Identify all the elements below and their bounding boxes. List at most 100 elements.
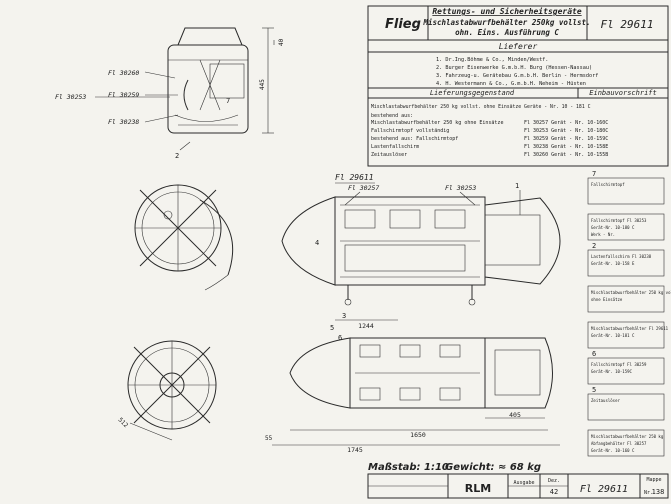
plate-number: 5 (592, 386, 596, 394)
title-line-2: Mischlastabwurfbehälter 250kg vollst. (422, 18, 590, 27)
supplier-3: 3. Fahrzeug-u. Gerätebau G.m.b.H. Berlin… (436, 73, 598, 79)
label-7: 7 (226, 97, 230, 105)
mappe-number: 138 (652, 488, 665, 496)
rear-view: 512 (117, 340, 217, 441)
plate-frame (587, 213, 665, 241)
rlm-label: RLM (465, 482, 491, 495)
ref-fl-30259: Fl 30259 (108, 91, 139, 99)
plate-line: Fallschirmtopf Fl 30253 (591, 218, 647, 223)
parachute-pot-view: 40 445 Fl 30260 Fl 30259 Fl 30238 Fl 302… (55, 27, 285, 160)
ref-fl-30257: Fl 30257 (348, 184, 379, 192)
plate-line: Gerät-Nr. 10-160 C (591, 448, 635, 453)
dim-512: 512 (117, 416, 130, 429)
plate-line: Lastenfallschirm Fl 30238 (591, 254, 652, 259)
view-ref-fl-29611: Fl 29611 (335, 173, 374, 182)
plate-line: ohne Einsätze (591, 297, 623, 302)
part-ref: Fl 30259 Gerät - Nr. 10-159C (524, 136, 608, 142)
dim-1650: 1650 (410, 431, 426, 439)
plate-frame (587, 321, 665, 349)
ausgabe-label: Ausgabe (513, 480, 534, 486)
footer-drawing-number: Fl 29611 (580, 484, 628, 495)
plate-line: Mischlastabwurfbehälter Fl 29611 (591, 326, 669, 331)
plate-line: Gerät-Nr. 10-159C (591, 369, 633, 374)
plate-number: 2 (592, 242, 596, 250)
supplier-2: 2. Burger Eisenwerke G.m.b.H. Burg (Hess… (436, 65, 592, 71)
plate-line: Abfangbehälter Fl 30257 (591, 441, 647, 446)
ref-fl-30253-body: Fl 30253 (445, 184, 476, 192)
plate-frame (587, 429, 665, 457)
label-5: 5 (330, 324, 334, 332)
supplier-4: 4. H. Westermann & Co., G.m.b.H. Neheim … (436, 81, 586, 87)
dim-1244: 1244 (358, 322, 374, 330)
part-ref: Fl 30253 Gerät - Nr. 10-180C (524, 128, 608, 134)
plate-line: Gerät-Nr. 10-181 C (591, 333, 635, 338)
part-name: Lastenfallschirm (371, 144, 419, 150)
lieferungsgegenstand-heading: Lieferungsgegenstand (430, 89, 515, 97)
weight-label: Gewicht: ≈ 68 kg (445, 462, 541, 473)
title-drawing-number: Fl 29611 (601, 18, 654, 31)
name-plate: Mischlastabwurfbehälter 250 kg Abfangbehä… (587, 429, 665, 457)
plate-line: Zeitauslöser (591, 398, 620, 403)
part-name: Fallschirmtopf vollständig (371, 128, 449, 134)
part-name: bestehend aus: Fallschirmtopf (371, 136, 458, 142)
part-name: Zeitauslöser (371, 152, 407, 158)
plate-frame (587, 393, 665, 421)
label-1: 1 (515, 182, 519, 190)
plate-line: Fallschirmtopf (591, 182, 625, 187)
dim-55: 55 (265, 435, 273, 442)
label-4: 4 (315, 239, 319, 247)
scale-label: Maßstab: 1:10 (368, 462, 449, 473)
plate-number: 6 (592, 350, 596, 358)
plate-line: Werk - Nr. (591, 232, 615, 237)
supplier-1: 1. Dr.Ing.Böhme & Co., Minden/Westf. (436, 57, 548, 63)
name-plate: Mischlastabwurfbehälter 250 kg vollst. oh… (587, 285, 671, 313)
front-view (134, 184, 234, 291)
ref-fl-30260: Fl 30260 (108, 69, 139, 77)
part-ref: Fl 30257 Gerät - Nr. 10-160C (524, 120, 608, 126)
plate-line: Gerät-Nr. 10-158 E (591, 261, 635, 266)
main-item: Mischlastabwurfbehälter 250 kg vollst. o… (371, 104, 591, 110)
label-3: 3 (342, 312, 346, 320)
lieferer-heading: Lieferer (499, 42, 538, 51)
dim-405: 405 (509, 411, 521, 419)
ref-fl-30238: Fl 30238 (108, 118, 139, 126)
label-2: 2 (175, 152, 179, 160)
dim-445: 445 (259, 79, 266, 90)
plate-frame (587, 285, 665, 313)
title-line-1: Rettungs- und Sicherheitsgeräte (432, 6, 581, 16)
parts-list: Mischlastabwurfbehälter 250 kg ohne Eins… (371, 120, 608, 158)
bestehend-aus-label: bestehend aus: (371, 113, 413, 119)
nr-label: Nr. (644, 490, 653, 496)
part-ref: Fl 30260 Gerät - Nr. 10-155B (524, 152, 608, 158)
einbauvorschrift-heading: Einbauvorschrift (589, 89, 656, 97)
container-side-view: Fl 29611 Fl 30257 Fl 30253 1 4 3 5 (281, 173, 561, 332)
footer-block: Maßstab: 1:10 Gewicht: ≈ 68 kg RLM Ausga… (367, 462, 669, 499)
title-line-3: ohn. Eins. Ausführung C (455, 28, 559, 37)
title-org: Flieg (385, 17, 421, 32)
plate-line: Mischlastabwurfbehälter 250 kg (591, 434, 664, 439)
name-plate: Mischlastabwurfbehälter Fl 29611Gerät-Nr… (587, 321, 669, 349)
title-block: Flieg Rettungs- und Sicherheitsgeräte Mi… (367, 5, 669, 167)
ref-fl-30253: Fl 30253 (55, 93, 86, 101)
mappe-label: Mappe (646, 477, 661, 483)
plate-frame (587, 357, 665, 385)
dim-40: 40 (278, 38, 285, 46)
dim-1745: 1745 (347, 446, 363, 454)
part-name: Mischlastabwurfbehälter 250 kg ohne Eins… (371, 120, 503, 126)
plate-line: Mischlastabwurfbehälter 250 kg vollst. (591, 290, 671, 295)
plate-frame (587, 177, 665, 205)
part-ref: Fl 30238 Gerät - Nr. 10-158E (524, 144, 608, 150)
plate-number: 7 (592, 170, 596, 178)
dez-value: 42 (550, 488, 558, 496)
plate-line: Fallschirmtopf Fl 30259 (591, 362, 647, 367)
plate-frame (587, 249, 665, 277)
dez-label: Dez. (548, 478, 560, 484)
